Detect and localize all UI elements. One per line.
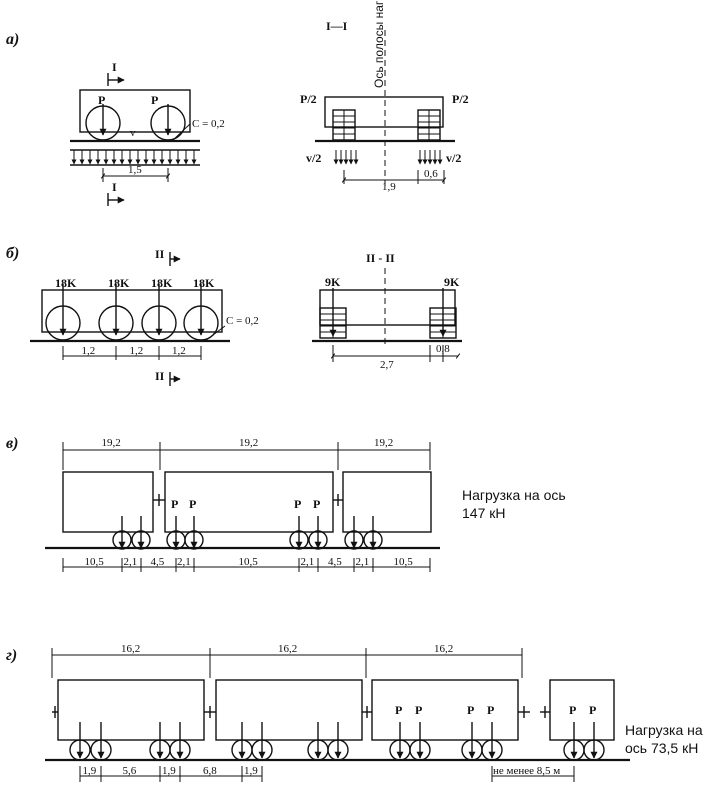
car-g-3	[371, 679, 519, 741]
dim-v-2: 2,1	[124, 556, 138, 568]
min-gap-g: не менее 8,5 м	[493, 765, 560, 777]
distributed-load-label: v	[130, 127, 136, 139]
contact-label-a: C = 0,2	[192, 118, 225, 130]
wheel-load-g-4: P	[487, 703, 494, 717]
dim-v-7: 4,5	[328, 556, 342, 568]
truck-body-b	[41, 289, 223, 333]
wheel-load-g-5: P	[569, 703, 576, 717]
car-length-v-1: 19,2	[102, 437, 121, 449]
car-length-g-2: 16,2	[278, 643, 297, 655]
half-dist-right: v/2	[446, 151, 461, 165]
section-a-letter: а)	[6, 31, 19, 48]
wheel-load-a-2: P	[151, 93, 158, 107]
dim-b-2: 1,2	[130, 345, 144, 357]
wheel-load-v-3: P	[294, 497, 301, 511]
axle-load-b-1: 18K	[55, 276, 77, 290]
axis-label-a: Ось полосы нагрузки	[372, 0, 386, 88]
dual-wheel-right-a	[417, 109, 441, 141]
wheel-load-g-3: P	[467, 703, 474, 717]
car-g-2	[215, 679, 363, 741]
half-dist-left: v/2	[306, 151, 321, 165]
dim-b-1: 1,2	[82, 345, 96, 357]
section-title-b: II - II	[366, 251, 395, 265]
car-length-v-2: 19,2	[239, 437, 258, 449]
dim-g-2: 5,6	[123, 765, 137, 777]
axle-load-note-v-1: Нагрузка на ось	[462, 487, 566, 503]
car-v-2	[164, 471, 334, 533]
section-a: а) I P P v C = 0,2 1,5 I I—I Ось пол	[6, 0, 469, 206]
dim-wheel-a: 0,6	[424, 168, 438, 180]
car-v-3	[342, 471, 432, 533]
section-title-a: I—I	[326, 19, 348, 33]
half-load-left: P/2	[300, 92, 317, 106]
wheel-load-a-1: P	[98, 93, 105, 107]
car-v-1	[62, 471, 154, 533]
axle-load-note-g-2: ось 73,5 кН	[625, 740, 698, 756]
section-b-letter: б)	[6, 245, 19, 262]
dim-g-4: 6,8	[203, 765, 217, 777]
axle-load-b-2: 18K	[108, 276, 130, 290]
car-g-4	[549, 679, 615, 741]
contact-label-b: C = 0,2	[226, 315, 259, 327]
wheel-load-v-4: P	[313, 497, 320, 511]
section-mark-top: I	[112, 60, 117, 74]
wheel-load-g-1: P	[395, 703, 402, 717]
dim-wheel-b: 0,8	[436, 343, 450, 355]
wheel-load-g-2: P	[415, 703, 422, 717]
wheel-load-v-2: P	[189, 497, 196, 511]
dim-g-5: 1,9	[244, 765, 258, 777]
section-b: б) II 18K 18K 18K 18K C = 0,2 1,2 1,2 1,2 II …	[6, 245, 462, 386]
dim-v-3: 4,5	[151, 556, 165, 568]
axle-load-note-v-2: 147 кН	[462, 505, 505, 521]
dim-v-8: 2,1	[356, 556, 370, 568]
dim-g-1: 1,9	[83, 765, 97, 777]
dim-axle-a: 1,5	[128, 164, 142, 176]
dim-track-b: 2,7	[380, 359, 394, 371]
car-length-g-1: 16,2	[121, 643, 140, 655]
car-length-v-3: 19,2	[374, 437, 393, 449]
section-mark-bottom: I	[112, 180, 117, 194]
axle-load-b-3: 18K	[151, 276, 173, 290]
truck-body-section-a	[324, 96, 444, 128]
section-mark-b-bottom: II	[155, 369, 165, 383]
section-g-letter: г)	[6, 647, 17, 664]
car-length-g-3: 16,2	[434, 643, 453, 655]
section-v-letter: в)	[6, 435, 18, 452]
dim-v-5: 10,5	[239, 556, 259, 568]
dim-v-9: 10,5	[394, 556, 414, 568]
car-g-1	[57, 679, 205, 741]
dual-wheel-left-a	[332, 109, 356, 141]
half-axle-load-left: 9K	[325, 275, 341, 289]
axle-load-b-4: 18K	[193, 276, 215, 290]
dim-g-3: 1,9	[162, 765, 176, 777]
dim-v-6: 2,1	[301, 556, 315, 568]
dim-track-a: 1,9	[382, 181, 396, 193]
section-mark-b-top: II	[155, 247, 165, 261]
axle-load-note-g-1: Нагрузка на	[625, 722, 703, 738]
dim-b-3: 1,2	[172, 345, 186, 357]
truck-body-a	[79, 89, 191, 133]
wheel-load-g-6: P	[589, 703, 596, 717]
dim-v-4: 2,1	[177, 556, 191, 568]
dim-v-1: 10,5	[85, 556, 105, 568]
half-load-right: P/2	[452, 92, 469, 106]
half-axle-load-right: 9K	[444, 275, 460, 289]
wheel-load-v-1: P	[171, 497, 178, 511]
